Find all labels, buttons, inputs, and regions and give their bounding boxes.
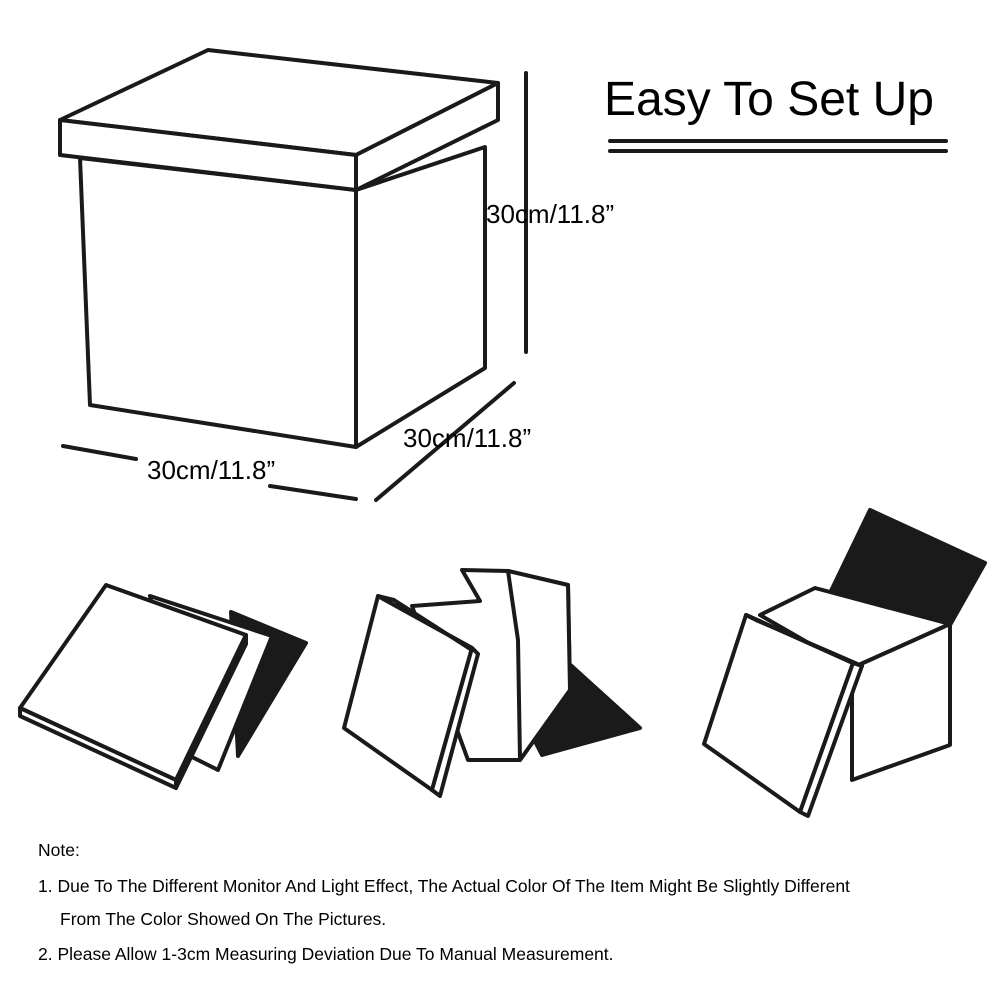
- note-item-2: 2. Please Allow 1-3cm Measuring Deviatio…: [38, 944, 614, 964]
- headline-title: Easy To Set Up: [604, 73, 934, 126]
- notes-heading: Note:: [38, 840, 80, 860]
- storage-box-illustration: [58, 48, 500, 449]
- headline-underline: [608, 139, 948, 153]
- setup-step-1-folded: [18, 583, 308, 790]
- width-dimension-line-right: [268, 484, 358, 501]
- setup-step-3-assembled: [702, 508, 987, 818]
- note-item-1-line-1: 1. Due To The Different Monitor And Ligh…: [38, 876, 850, 896]
- height-dimension-label: 30cm/11.8”: [486, 199, 615, 229]
- dimension-lines: [61, 71, 528, 502]
- width-dimension-label: 30cm/11.8”: [147, 455, 276, 485]
- width-dimension-line-left: [61, 444, 138, 461]
- setup-step-2-unfolding: [342, 568, 642, 798]
- depth-dimension-line: [374, 381, 516, 502]
- depth-dimension-label: 30cm/11.8”: [403, 423, 532, 453]
- note-item-1-line-2: From The Color Showed On The Pictures.: [60, 909, 387, 929]
